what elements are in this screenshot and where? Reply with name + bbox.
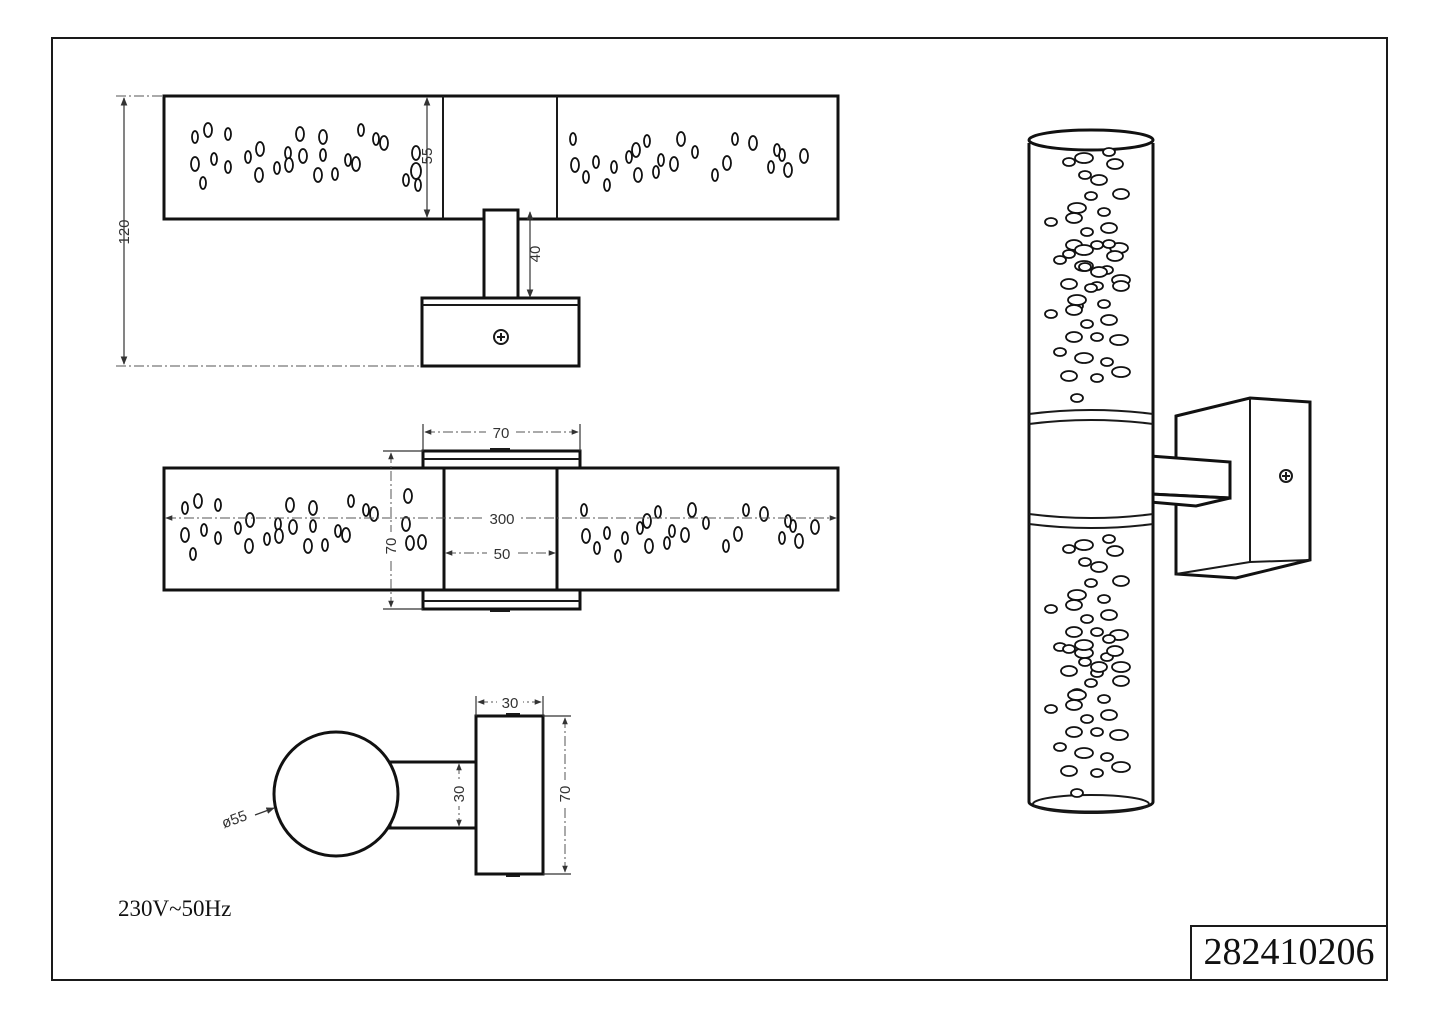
sheet-border <box>51 37 1388 981</box>
dim-shade-diameter-front: 55 <box>419 148 436 165</box>
article-number: 282410206 <box>1204 931 1375 973</box>
title-block <box>1190 925 1388 981</box>
side-view-shade <box>272 730 400 858</box>
screw-icon <box>493 329 509 345</box>
dim-base-depth-side: 30 <box>502 695 519 712</box>
top-view: 300 70 50 70 <box>162 423 840 612</box>
voltage-note: 230V~50Hz <box>118 896 231 921</box>
perspective-view <box>1027 128 1312 814</box>
side-view-base <box>474 714 545 876</box>
front-view: 120 55 40 <box>116 94 840 368</box>
dim-shade-diameter-side: ø55 <box>219 807 249 832</box>
front-view-arm <box>482 208 520 302</box>
dim-total-length: 300 <box>489 511 514 528</box>
dim-center-width: 50 <box>494 546 511 563</box>
dim-base-width-top: 70 <box>493 425 510 442</box>
dim-height-total: 120 <box>116 219 133 244</box>
dim-arm-length: 40 <box>527 246 544 263</box>
dim-arm-height-side: 30 <box>451 786 468 803</box>
front-view-base <box>420 296 581 368</box>
side-view: 30 30 70 ø55 <box>219 694 574 877</box>
dim-base-height-top: 70 <box>383 538 400 555</box>
screw-icon-perspective <box>1279 469 1293 483</box>
dim-base-height-side: 70 <box>557 786 574 803</box>
front-view-shade <box>162 94 840 221</box>
top-view-center <box>442 466 559 592</box>
